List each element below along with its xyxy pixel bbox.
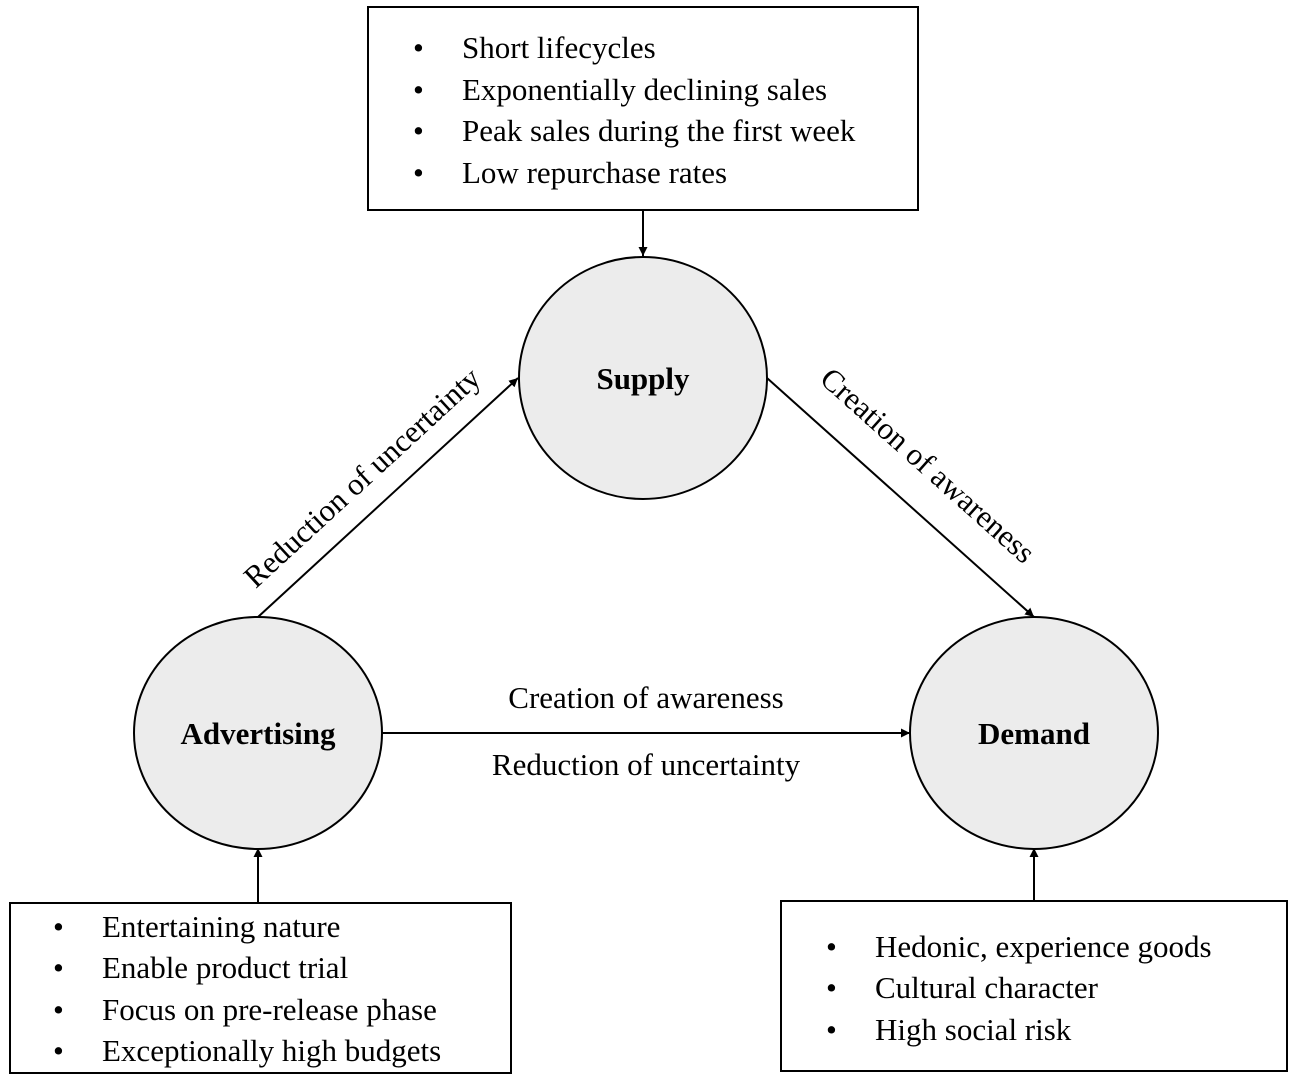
bullet-marker: •	[826, 1012, 837, 1047]
supply-attribute-item: Short lifecycles	[462, 30, 656, 65]
bullet-marker: •	[53, 950, 64, 985]
bullet-marker: •	[413, 155, 424, 190]
bullet-marker: •	[413, 72, 424, 107]
supply-node-label: Supply	[596, 361, 690, 396]
advertising-to-demand-label-bottom: Reduction of uncertainty	[492, 747, 801, 782]
supply-node: Supply	[518, 256, 768, 500]
advertising-attribute-item: Focus on pre-release phase	[102, 992, 437, 1027]
demand-attribute-item: Cultural character	[875, 970, 1099, 1005]
advertising-node-circle	[133, 616, 383, 850]
advertising-node-label: Advertising	[181, 716, 337, 751]
advertising-attributes-frame	[9, 902, 512, 1074]
advertising-attributes-box: • Entertaining nature • Enable product t…	[9, 902, 512, 1074]
advertising-to-supply-label: Reduction of uncertainty	[237, 360, 488, 595]
bullet-marker: •	[53, 1033, 64, 1068]
bullet-marker: •	[413, 113, 424, 148]
demand-node-circle	[909, 616, 1159, 850]
demand-node: Demand	[909, 616, 1159, 850]
advertising-node: Advertising	[133, 616, 383, 850]
bullet-marker: •	[826, 929, 837, 964]
demand-attributes-box: • Hedonic, experience goods • Cultural c…	[780, 900, 1288, 1072]
supply-attribute-item: Low repurchase rates	[462, 155, 727, 190]
bullet-marker: •	[53, 992, 64, 1027]
advertising-attribute-item: Exceptionally high budgets	[102, 1033, 441, 1068]
supply-attributes-frame	[367, 6, 919, 211]
bullet-marker: •	[826, 970, 837, 1005]
supply-node-circle	[518, 256, 768, 500]
demand-node-label: Demand	[978, 716, 1090, 751]
bullet-marker: •	[413, 30, 424, 65]
demand-attribute-item: Hedonic, experience goods	[875, 929, 1212, 964]
bullet-marker: •	[53, 909, 64, 944]
advertising-to-supply-arrow	[257, 377, 519, 618]
demand-attribute-item: High social risk	[875, 1012, 1072, 1047]
supply-attributes-box: • Short lifecycles • Exponentially decli…	[367, 6, 919, 211]
supply-to-demand-label: Creation of awareness	[814, 360, 1043, 570]
advertising-attribute-item: Enable product trial	[102, 950, 348, 985]
advertising-attribute-item: Entertaining nature	[102, 909, 340, 944]
advertising-to-demand-label-top: Creation of awareness	[508, 680, 783, 715]
supply-attribute-item: Peak sales during the first week	[462, 113, 856, 148]
supply-to-demand-arrow	[766, 377, 1035, 618]
supply-attribute-item: Exponentially declining sales	[462, 72, 827, 107]
